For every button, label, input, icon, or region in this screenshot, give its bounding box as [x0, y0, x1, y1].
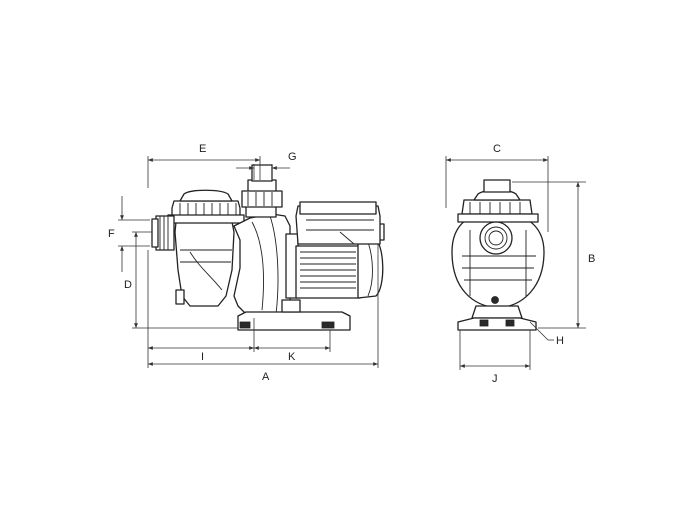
strainer-lid	[167, 189, 245, 224]
label-J: J	[492, 373, 498, 385]
label-G: G	[288, 151, 297, 163]
side-dimensions: E G F D I K A	[108, 143, 379, 383]
label-B: B	[588, 253, 595, 265]
discharge-outlet	[241, 164, 283, 208]
front-lid	[457, 179, 539, 223]
terminal-box	[295, 201, 381, 245]
label-I: I	[201, 351, 204, 363]
label-C: C	[493, 143, 501, 155]
label-H: H	[556, 335, 564, 347]
front-view	[451, 179, 545, 331]
motor-end	[451, 211, 545, 309]
strainer-basket	[174, 221, 235, 307]
drain-plug	[491, 296, 499, 304]
front-base	[457, 305, 537, 331]
label-E: E	[199, 143, 206, 155]
front-inlet	[479, 221, 513, 255]
label-A: A	[262, 371, 270, 383]
side-view	[151, 164, 385, 331]
suction-inlet	[151, 215, 175, 251]
label-F: F	[108, 228, 115, 240]
label-D: D	[124, 279, 132, 291]
label-K: K	[288, 351, 296, 363]
base-foot	[237, 299, 351, 331]
front-dimensions: C B H J	[445, 143, 595, 385]
